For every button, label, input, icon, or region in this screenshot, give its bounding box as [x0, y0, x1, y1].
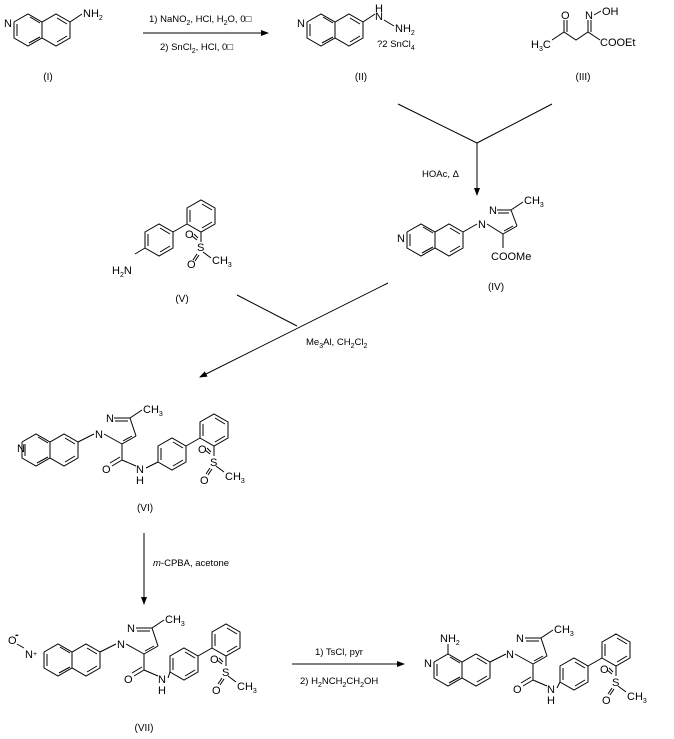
atom-n-amide: N: [158, 674, 166, 686]
atom-o: O: [102, 464, 111, 476]
step-3-arrow: Me3Al, CH2Cl2: [199, 282, 389, 378]
compound-I: N NH2 (I): [4, 8, 103, 83]
atom-o: O: [198, 444, 207, 456]
atom-h: H: [547, 695, 555, 707]
atom-s: S: [210, 457, 217, 469]
reagents-step5-below: 2) H2NCH2CH2OH: [300, 676, 378, 689]
atom-ch3: CH3: [627, 691, 647, 705]
atom-n: N: [397, 233, 405, 245]
label-V: (V): [175, 294, 188, 305]
atom-n: N: [424, 658, 432, 670]
charge-plus: +: [33, 651, 37, 658]
atom-s: S: [612, 677, 619, 689]
atom-h3c: H3C: [531, 39, 551, 53]
compound-III: H3C O N OH COOEt (III): [531, 6, 635, 83]
atom-n1: N: [95, 429, 103, 441]
atom-nh2: NH2: [83, 8, 103, 22]
atom-o: O: [212, 685, 221, 697]
atom-h: H: [136, 475, 144, 487]
atom-n2: N: [106, 413, 114, 425]
atom-ch3: CH3: [143, 404, 163, 418]
atom-s: S: [222, 667, 229, 679]
label-I: (I): [43, 72, 52, 83]
atom-o: O: [210, 654, 219, 666]
atom-n2: N: [516, 633, 524, 645]
atom-o: O: [600, 664, 609, 676]
atom-s: S: [197, 242, 204, 254]
label-IV: (IV): [488, 282, 504, 293]
atom-o: O: [187, 259, 196, 271]
atom-ch3: CH3: [237, 681, 257, 695]
compound-V: H2N S O O CH3 (V): [112, 199, 232, 305]
atom-n: N: [17, 443, 25, 455]
atom-n: N: [297, 18, 305, 30]
atom-n2: N: [489, 205, 497, 217]
compound-VI: N N N CH3 O N H S O O CH3 (VI): [17, 404, 245, 514]
charge-minus: -: [15, 629, 19, 641]
atom-n: N: [585, 10, 593, 22]
label-III: (III): [576, 72, 591, 83]
atom-o: O: [602, 695, 611, 707]
compound-VII: O - N + N N CH3 O N H S O O CH3 (VII): [8, 614, 257, 734]
compound-IV: N N N CH3 COOMe (IV): [397, 195, 544, 293]
atom-h: H: [375, 3, 383, 15]
step-1-arrow: 1) NaNO2, HCl, H2O, 0□ 2) SnCl2, HCl, 0□: [143, 14, 269, 55]
atom-o: O: [561, 10, 570, 22]
atom-n: N: [4, 18, 12, 30]
atom-ch3: CH3: [165, 614, 185, 628]
step-4-arrow: m-CPBA, acetone: [141, 533, 229, 605]
label-II: (II): [355, 72, 367, 83]
atom-n1: N: [506, 649, 514, 661]
label-VI: (VI): [137, 503, 153, 514]
reagents-step4: m-CPBA, acetone: [153, 558, 229, 569]
compound-II: N H N NH2 ?2 SnCl4 (II): [297, 3, 415, 83]
reagents-step2: HOAc, Δ: [422, 169, 460, 180]
atom-ch3: CH3: [524, 195, 544, 209]
atom-o-minus: O: [8, 635, 17, 647]
step-5-arrow: 1) TsCl, pyr 2) H2NCH2CH2OH: [292, 647, 405, 689]
atom-nh2: NH2: [440, 633, 460, 647]
atom-ch3: CH3: [554, 624, 574, 638]
atom-n-amide: N: [547, 684, 555, 696]
step-2-arrow: HOAc, Δ: [397, 103, 553, 196]
compound-product: N NH2 N N CH3 O N H S O O CH3: [424, 624, 647, 707]
atom-n-plus: N: [25, 649, 33, 661]
salt-label: ?2 SnCl4: [377, 39, 415, 52]
atom-o: O: [200, 475, 209, 487]
atom-n2: N: [127, 623, 135, 635]
atom-h2n: H2N: [112, 265, 132, 279]
atom-n1: N: [117, 639, 125, 651]
reagents-step1-below: 2) SnCl2, HCl, 0□: [160, 42, 233, 55]
atom-ch3: CH3: [225, 471, 245, 485]
atom-h: H: [158, 685, 166, 697]
atom-cooet: COOEt: [600, 37, 635, 49]
reagents-step1-above: 1) NaNO2, HCl, H2O, 0□: [149, 14, 251, 27]
atom-nh2: NH2: [395, 23, 415, 37]
atom-n1: N: [478, 219, 486, 231]
atom-o: O: [513, 684, 522, 696]
reagents-step3: Me3Al, CH2Cl2: [306, 337, 367, 350]
label-VII: (VII): [135, 723, 154, 734]
atom-o: O: [124, 674, 133, 686]
atom-oh: OH: [602, 6, 619, 18]
atom-n-amide: N: [136, 464, 144, 476]
atom-ch3: CH3: [212, 255, 232, 269]
atom-coome: COOMe: [491, 251, 531, 263]
atom-o: O: [185, 229, 194, 241]
reagents-step5-above: 1) TsCl, pyr: [315, 647, 363, 658]
atom-n-hydrazine: N: [375, 11, 383, 23]
